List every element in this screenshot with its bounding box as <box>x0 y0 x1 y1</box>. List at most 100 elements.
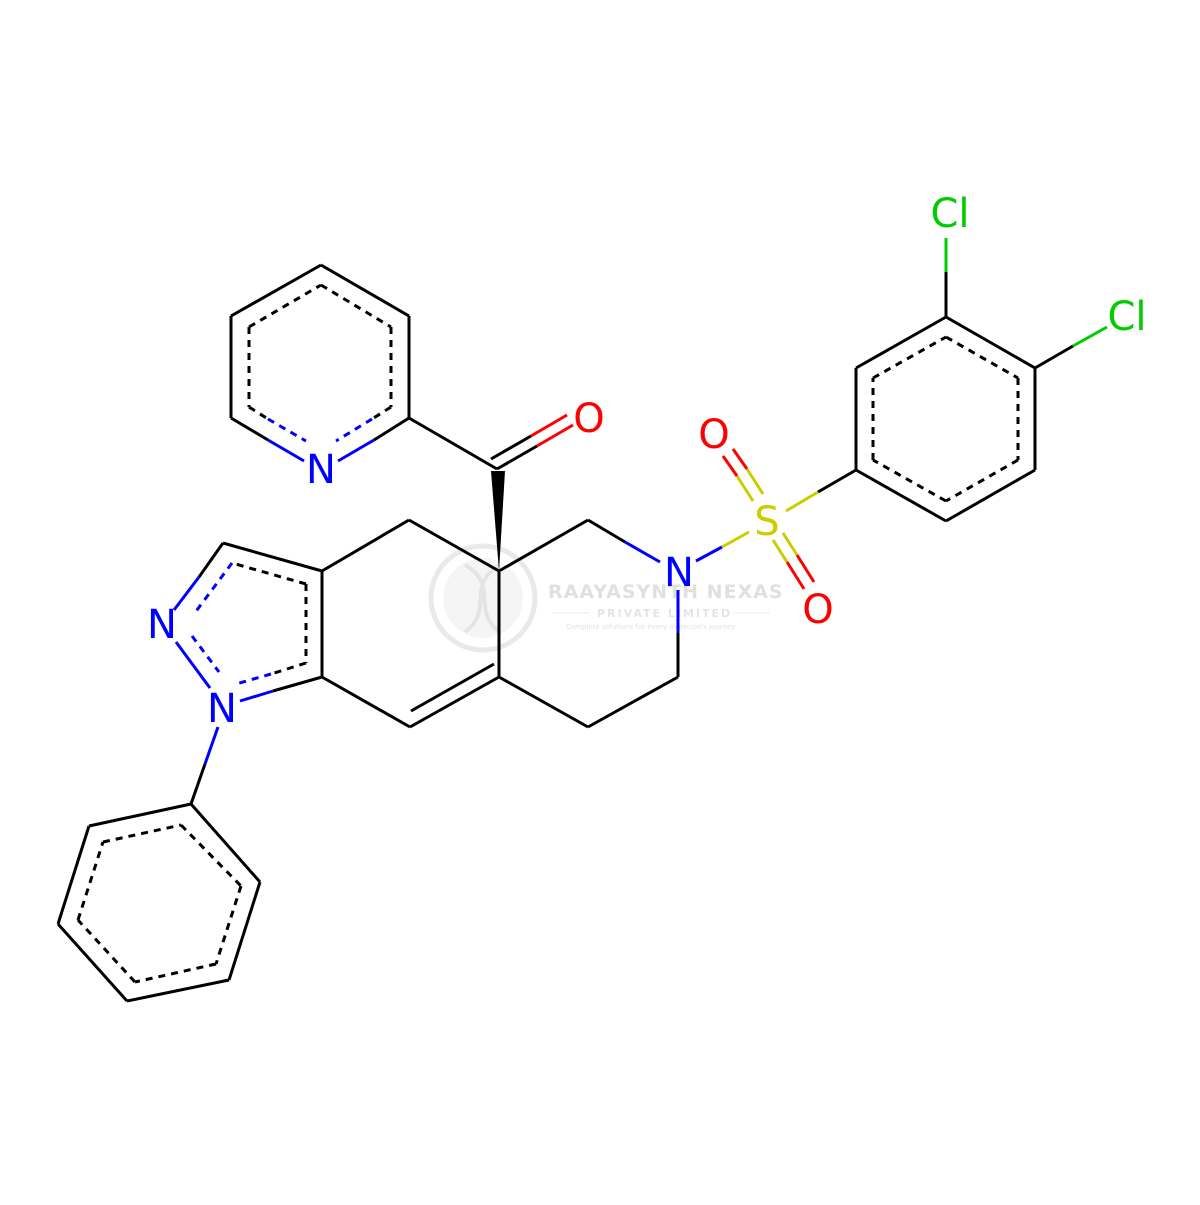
bond <box>695 545 723 563</box>
bond <box>855 468 947 523</box>
bond <box>771 539 789 563</box>
aromatic-bond <box>371 405 392 421</box>
bond <box>855 315 947 370</box>
aromatic-bond <box>214 885 243 965</box>
bond <box>408 518 500 573</box>
bond <box>795 554 816 583</box>
bond <box>587 675 679 729</box>
atom-o-ketone: O <box>573 396 604 442</box>
bond <box>536 423 574 448</box>
aromatic-bond <box>945 335 1019 380</box>
bonds-chlorine <box>944 238 1108 348</box>
bonds-aromatic-dashed <box>76 283 1020 984</box>
aromatic-bond <box>235 672 272 686</box>
bond <box>222 541 323 573</box>
atom-labels: N O O S O N N N Cl Cl <box>147 191 1146 732</box>
bond <box>945 468 1036 523</box>
aromatic-bond <box>190 635 221 673</box>
bond <box>721 455 739 477</box>
watermark-logo <box>428 543 538 653</box>
aromatic-bond <box>248 405 269 421</box>
atom-o-sulfonyl-top: O <box>698 412 729 458</box>
aromatic-bond <box>335 417 373 443</box>
bond <box>172 576 201 611</box>
aromatic-bond <box>267 417 307 443</box>
aromatic-bond <box>231 561 307 586</box>
bond <box>320 263 410 318</box>
bonds-nitrogen-dashed <box>190 417 373 686</box>
bond <box>408 416 498 471</box>
bond <box>498 675 589 729</box>
bond <box>267 438 305 463</box>
aromatic-bond <box>872 458 947 503</box>
atom-cl-right: Cl <box>1107 294 1146 340</box>
atom-n-piperidine: N <box>664 550 694 596</box>
bond <box>530 413 568 438</box>
aromatic-bond <box>134 962 217 984</box>
atom-n-pyrazole-1: N <box>207 686 237 732</box>
atom-s-sulfonyl: S <box>754 499 779 545</box>
bond <box>745 468 765 495</box>
bond <box>781 532 799 556</box>
watermark-tagline: Complete solutions for every molecule's … <box>566 623 735 631</box>
bond <box>321 518 410 573</box>
bond <box>126 978 230 1003</box>
aromatic-bond <box>270 661 307 676</box>
bond <box>498 518 589 573</box>
bonds-oxygen <box>530 413 816 590</box>
bond <box>230 263 322 318</box>
bond <box>197 542 225 578</box>
aromatic-bond <box>248 283 322 329</box>
aromatic-bond <box>192 562 234 615</box>
bond <box>785 490 819 513</box>
bonds-sulfur <box>721 468 819 563</box>
atom-n-pyrazole-2: N <box>147 602 177 648</box>
atom-o-sulfonyl-bottom: O <box>802 587 833 633</box>
bond <box>496 444 538 471</box>
bonds-nitrogen <box>172 438 723 765</box>
bond <box>1034 344 1074 370</box>
watermark-company: RAAYASYNTH NEXAS <box>548 581 784 603</box>
bonds-carbon <box>56 263 1074 1003</box>
aromatic-bond <box>76 841 105 921</box>
bond <box>409 675 500 729</box>
bond <box>373 416 410 442</box>
aromatic-bond <box>320 283 392 329</box>
watermark: RAAYASYNTH NEXAS PRIVATE LIMITED Complet… <box>428 543 784 653</box>
bond <box>945 315 1036 370</box>
bond <box>227 881 262 981</box>
bond <box>337 438 375 463</box>
aromatic-bond <box>872 335 947 380</box>
aromatic-bond <box>945 458 1019 503</box>
bond <box>56 825 91 925</box>
watermark-helix-icon <box>463 563 502 634</box>
bond <box>1072 325 1108 348</box>
aromatic-bond <box>179 823 243 888</box>
bond <box>490 434 532 461</box>
aromatic-bond <box>102 823 182 844</box>
bond <box>735 475 755 502</box>
bond <box>88 802 192 828</box>
bond <box>817 468 857 494</box>
bond <box>587 518 626 544</box>
bond <box>189 803 262 883</box>
bond <box>410 662 495 713</box>
bond <box>189 763 207 805</box>
aromatic-bond <box>76 918 137 984</box>
bond <box>203 726 220 765</box>
bond <box>230 416 269 442</box>
watermark-subtitle: PRIVATE LIMITED <box>597 607 732 620</box>
bond <box>721 530 750 549</box>
bond <box>272 675 323 693</box>
atom-n-pyridine: N <box>306 447 336 493</box>
bond <box>624 540 661 564</box>
atom-cl-top: Cl <box>930 191 969 237</box>
bond <box>785 561 806 590</box>
stereo-wedge-bond <box>491 471 505 571</box>
bond <box>321 675 411 729</box>
bond <box>174 641 212 689</box>
bond <box>731 448 749 470</box>
bond <box>239 689 274 703</box>
